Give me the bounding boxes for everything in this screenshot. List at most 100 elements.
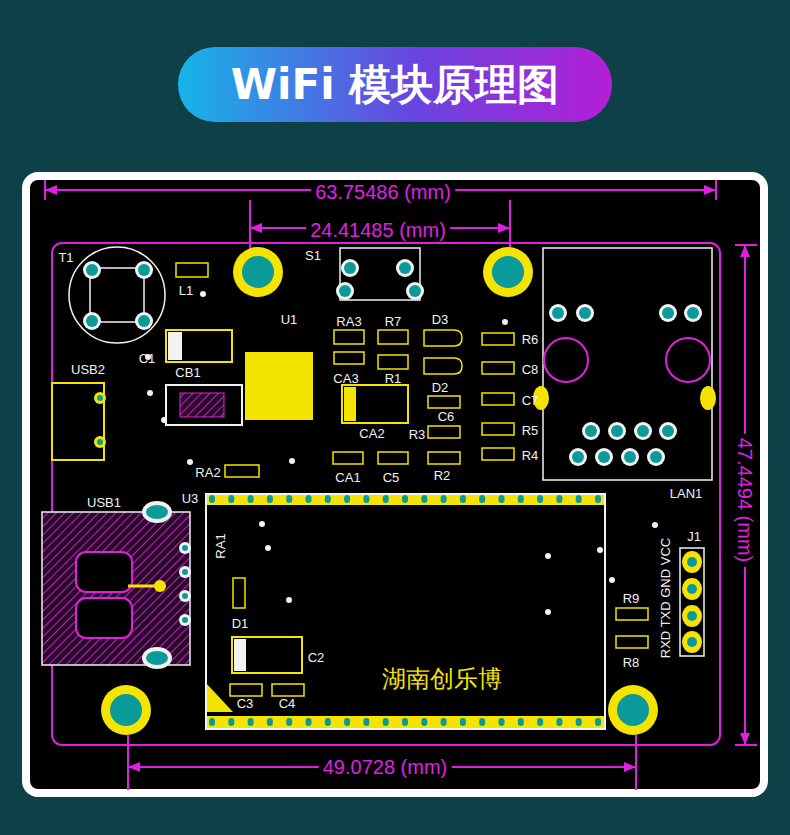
smd-footprint <box>225 465 259 477</box>
part-name: R1 <box>385 372 402 385</box>
via <box>286 597 292 603</box>
ic-pad <box>245 352 313 420</box>
pin <box>363 495 369 503</box>
smd-footprint <box>334 352 364 364</box>
part-name: CA1 <box>335 471 360 484</box>
capacitor-polarity <box>168 332 182 360</box>
pad <box>182 545 188 551</box>
smd-footprint <box>233 578 245 608</box>
pad-ring <box>634 422 652 440</box>
part-name: D2 <box>432 381 449 394</box>
pin <box>286 495 292 503</box>
smd-footprint <box>616 636 648 648</box>
pin <box>228 718 234 726</box>
part-name: U1 <box>281 313 298 326</box>
pad <box>339 285 351 297</box>
pad <box>624 451 636 463</box>
via <box>200 291 206 297</box>
extension-line <box>735 244 757 246</box>
module-box: 湖南创乐博 <box>205 493 606 730</box>
part-name: R9 <box>623 592 640 605</box>
pad <box>86 264 98 276</box>
part-name: CA3 <box>333 372 358 385</box>
dimension-arrowhead <box>45 185 57 195</box>
capacitor-footprint <box>342 385 408 423</box>
part-name: S1 <box>305 249 321 262</box>
pad-ring <box>647 448 665 466</box>
via <box>187 459 193 465</box>
part-name: R6 <box>522 333 539 346</box>
pad-ring <box>341 259 359 277</box>
part-name: RA2 <box>195 466 220 479</box>
pad-ring <box>576 304 594 322</box>
capacitor-polarity <box>344 387 356 421</box>
pad <box>97 395 103 401</box>
pin <box>537 718 543 726</box>
via <box>259 521 265 527</box>
pin <box>595 495 601 503</box>
pin-names: RXD TXD GND VCC <box>659 538 672 658</box>
pin <box>479 718 485 726</box>
header-pad <box>682 605 702 627</box>
pin <box>499 718 505 726</box>
diode-footprint <box>424 358 462 374</box>
part-name: C3 <box>237 697 254 710</box>
part-name: L1 <box>179 284 193 297</box>
pad-ring <box>406 282 424 300</box>
pad <box>662 307 674 319</box>
dimension-arrowhead <box>128 762 140 772</box>
pin <box>383 495 389 503</box>
pad <box>182 617 188 623</box>
pad <box>598 451 610 463</box>
dimension-text: 63.75486 (mm) <box>311 182 455 202</box>
pad <box>585 425 597 437</box>
part-name: RA1 <box>214 533 227 558</box>
pin <box>248 718 254 726</box>
part-name: CA2 <box>359 427 384 440</box>
pad <box>637 425 649 437</box>
via <box>147 390 153 396</box>
header-pad <box>682 631 702 653</box>
usb-shield-pad <box>142 647 172 669</box>
pad-ring <box>94 392 106 404</box>
part-name: R2 <box>434 469 451 482</box>
pad <box>182 569 188 575</box>
pad <box>611 425 623 437</box>
pad-ring <box>179 542 191 554</box>
part-name: C8 <box>522 363 539 376</box>
via <box>161 417 167 423</box>
via <box>652 522 658 528</box>
part-name: CB1 <box>175 366 200 379</box>
pin <box>576 495 582 503</box>
pin <box>209 718 215 726</box>
pin <box>421 718 427 726</box>
pin <box>248 495 254 503</box>
pad-ring <box>569 448 587 466</box>
pin <box>306 718 312 726</box>
pin <box>325 718 331 726</box>
pad-ring <box>582 422 600 440</box>
board-outline <box>52 243 720 745</box>
drawing-frame <box>26 176 764 793</box>
mounting-hole <box>483 247 533 297</box>
pad-ring <box>608 422 626 440</box>
usb-cutout <box>76 598 132 638</box>
via <box>265 545 271 551</box>
part-name: R4 <box>522 449 539 462</box>
smd-footprint <box>230 684 262 696</box>
part-name: C5 <box>383 471 400 484</box>
smd-footprint <box>482 423 514 435</box>
part-name: C4 <box>279 697 296 710</box>
part-name: LAN1 <box>670 487 703 500</box>
pin <box>499 495 505 503</box>
pin <box>460 718 466 726</box>
pin <box>325 495 331 503</box>
title-banner <box>178 47 612 122</box>
pad <box>97 439 103 445</box>
header-drill <box>687 584 697 594</box>
pad <box>579 307 591 319</box>
pad <box>86 315 98 327</box>
pin <box>576 718 582 726</box>
part-name: R5 <box>522 424 539 437</box>
connector-outline <box>543 248 712 480</box>
